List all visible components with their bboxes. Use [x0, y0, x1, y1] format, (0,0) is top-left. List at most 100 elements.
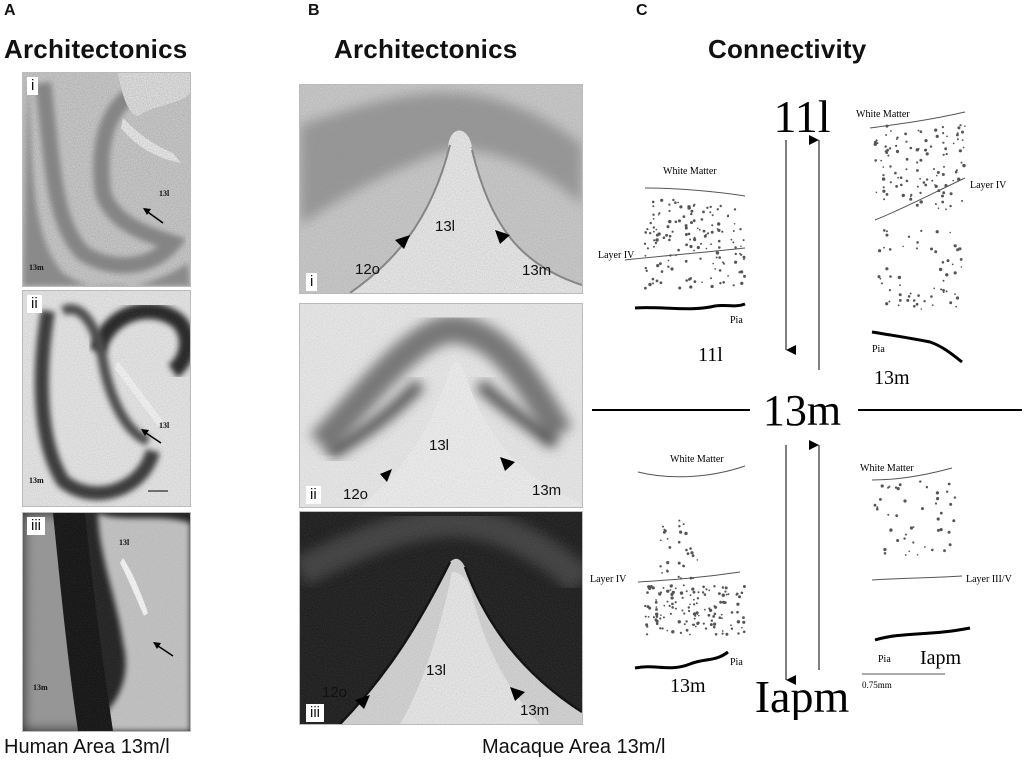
labeled-cell-dot: [702, 229, 706, 233]
macaque-micrograph-i: i 13l 12o 13m: [299, 84, 583, 294]
labeled-cell-dot: [704, 627, 708, 630]
labeled-cell-dot: [682, 564, 685, 568]
labeled-cell-dot: [924, 139, 928, 143]
labeled-cell-dot: [663, 529, 667, 533]
labeled-cell-dot: [738, 595, 741, 599]
labeled-cell-dot: [718, 256, 721, 259]
top-area-label: 11l: [773, 91, 830, 142]
labeled-cell-dot: [726, 215, 730, 218]
pia-label: Pia: [730, 315, 743, 326]
labeled-cell-dot: [936, 174, 938, 177]
labeled-cell-dot: [653, 230, 655, 233]
labeled-cell-dot: [958, 247, 962, 251]
labeled-cell-dot: [916, 247, 918, 250]
labeled-cell-dot: [878, 249, 882, 253]
labeled-cell-dot: [880, 484, 884, 488]
labeled-cell-dot: [643, 242, 647, 245]
labeled-cell-dot: [904, 132, 907, 136]
image-roman-label: ii: [27, 295, 42, 313]
labeled-cell-dot: [677, 248, 680, 252]
labeled-cell-dot: [646, 247, 649, 250]
labeled-cell-dot: [740, 270, 744, 274]
labeled-cell-dot: [690, 277, 692, 279]
labeled-cell-dot: [657, 214, 660, 216]
labeled-cell-dot: [668, 234, 672, 238]
labeled-cells: [873, 124, 966, 310]
labeled-cell-dot: [685, 628, 689, 632]
human-micrograph-i: i 13l 13m: [22, 72, 191, 287]
labeled-cell-dot: [936, 171, 940, 174]
labeled-cell-dot: [922, 181, 926, 184]
labeled-cell-dot: [887, 154, 890, 157]
panel-letter-a: A: [4, 2, 16, 19]
labeled-cell-dot: [677, 561, 681, 565]
labeled-cell-dot: [956, 138, 959, 141]
labeled-cell-dot: [888, 248, 892, 251]
labeled-cell-dot: [703, 593, 707, 596]
labeled-cell-dot: [674, 601, 677, 604]
labeled-cell-dot: [919, 200, 923, 204]
labeled-cell-dot: [740, 245, 742, 248]
labeled-cell-dot: [937, 207, 940, 209]
labeled-cell-dot: [672, 198, 675, 202]
labeled-cell-dot: [947, 530, 951, 534]
labeled-cell-dot: [880, 159, 883, 162]
labeled-cell-dot: [736, 620, 741, 624]
labeled-cell-dot: [666, 226, 669, 229]
labeled-cell-dot: [942, 291, 945, 294]
labeled-cell-dot: [960, 266, 963, 268]
labeled-cell-dot: [954, 293, 956, 295]
labeled-cell-dot: [955, 169, 958, 172]
labeled-cell-dot: [732, 284, 735, 287]
labeled-cell-dot: [899, 176, 903, 179]
labeled-cell-dot: [920, 229, 923, 232]
labeled-cell-dot: [693, 598, 695, 601]
labeled-cell-dot: [889, 528, 893, 532]
labeled-cell-dot: [931, 179, 934, 182]
labeled-cell-dot: [689, 603, 691, 606]
labeled-cell-dot: [897, 275, 902, 280]
labeled-cell-dot: [687, 609, 691, 613]
labeled-cell-dot: [690, 551, 694, 555]
labeled-cell-dot: [898, 293, 902, 297]
labeled-cell-dot: [939, 528, 943, 532]
layer-label: Layer III/V: [966, 574, 1013, 585]
labeled-cell-dot: [732, 230, 735, 232]
labeled-cell-dot: [896, 539, 900, 542]
labeled-cell-dot: [644, 266, 647, 270]
labeled-cell-dot: [666, 537, 669, 540]
area-12o-label: 12o: [343, 486, 369, 503]
labeled-cell-dot: [742, 620, 746, 624]
labeled-cell-dot: [920, 308, 923, 310]
labeled-cell-dot: [649, 221, 652, 225]
quadrant-area-label: 13m: [874, 367, 910, 389]
labeled-cell-dot: [724, 590, 727, 593]
labeled-cell-dot: [691, 554, 695, 558]
labeled-cell-dot: [720, 613, 723, 616]
labeled-cell-dot: [876, 507, 879, 511]
labeled-cell-dot: [671, 584, 673, 586]
labeled-cell-dot: [888, 289, 891, 292]
labeled-cell-dot: [698, 614, 700, 617]
labeled-cell-dot: [740, 281, 744, 285]
labeled-cell-dot: [651, 200, 655, 204]
labeled-cell-dot: [962, 146, 965, 149]
labeled-cell-dot: [687, 606, 690, 609]
labeled-cell-dot: [687, 232, 691, 236]
labeled-cell-dot: [900, 183, 903, 187]
labeled-cell-dot: [690, 209, 694, 213]
labeled-cell-dot: [654, 241, 658, 245]
labeled-cell-dot: [682, 523, 685, 526]
labeled-cell-dot: [902, 245, 904, 248]
connectivity-diagram: 11l 13m Iapm White Matter Layer IV Pia 1…: [590, 91, 1022, 720]
labeled-cell-dot: [693, 617, 696, 620]
labeled-cell-dot: [666, 600, 669, 603]
labeled-cell-dot: [733, 208, 737, 211]
labeled-cell-dot: [889, 165, 892, 168]
labeled-cell-dot: [960, 161, 963, 164]
labeled-cells: [643, 198, 746, 290]
labeled-cell-dot: [646, 625, 649, 628]
labeled-cell-dot: [952, 142, 955, 145]
labeled-cell-dot: [712, 262, 714, 265]
labeled-cell-dot: [916, 169, 919, 172]
